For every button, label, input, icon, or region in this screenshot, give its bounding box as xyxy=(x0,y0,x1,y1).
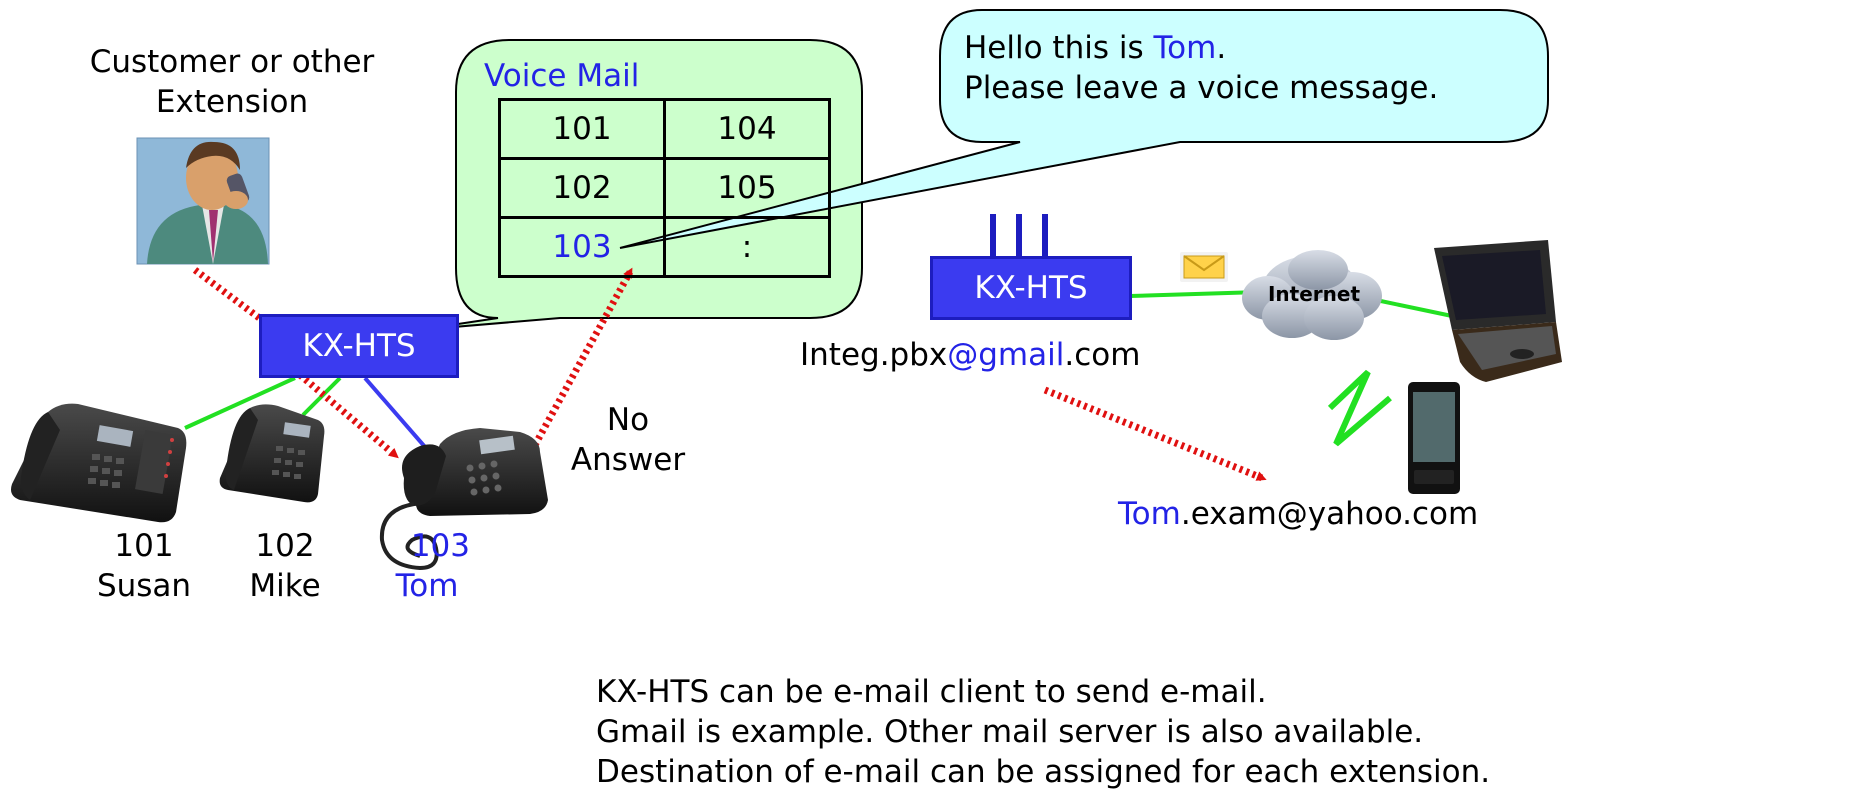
link-internet-laptop xyxy=(1375,298,1453,318)
pbx-left-box: KX-HTS xyxy=(259,314,459,378)
arrow-caller-to-pbx xyxy=(192,267,265,323)
note-line: KX-HTS can be e-mail client to send e-ma… xyxy=(596,674,1267,710)
phone-102-illustration xyxy=(219,404,325,503)
arrow-103-to-voicemail xyxy=(531,267,634,447)
link-101 xyxy=(184,376,296,430)
greeting-bubble xyxy=(619,9,1549,249)
no-answer-label: No Answer xyxy=(570,402,686,478)
wireless-zigzag xyxy=(1327,369,1392,447)
mailbox-cell: : xyxy=(663,216,831,278)
internet-cloud-illustration xyxy=(1242,250,1382,340)
internet-label: Internet xyxy=(1267,282,1361,306)
voicemail-title: Voice Mail xyxy=(484,58,640,94)
mailbox-cell: 104 xyxy=(663,98,831,160)
note-line: Destination of e-mail can be assigned fo… xyxy=(596,754,1491,790)
voicemail-table: 101 104 102 105 103 : xyxy=(498,98,831,278)
extension-label-102: 102 Mike xyxy=(249,528,321,604)
sender-email: Integ.pbx@gmail.com xyxy=(800,337,1141,373)
pbx-right-box: KX-HTS xyxy=(930,256,1132,320)
mailbox-cell-highlighted: 103 xyxy=(498,216,666,278)
greeting-name: Tom xyxy=(1153,30,1217,66)
table-row: 101 104 xyxy=(498,98,831,160)
phone-101-illustration xyxy=(11,403,187,523)
mailbox-cell: 101 xyxy=(498,98,666,160)
table-row: 102 105 xyxy=(498,157,831,219)
phone-103-illustration xyxy=(379,428,548,571)
caller-label: Customer or other Extension xyxy=(89,44,375,120)
link-103 xyxy=(363,376,434,457)
note-line: Gmail is example. Other mail server is a… xyxy=(596,714,1424,750)
arrow-email-to-dest xyxy=(1043,386,1267,482)
extension-label-103: 103 Tom xyxy=(395,528,470,604)
mailbox-cell: 105 xyxy=(663,157,831,219)
table-row: 103 : xyxy=(498,216,831,278)
link-pbx-internet xyxy=(1129,290,1261,298)
extension-label-101: 101 Susan xyxy=(96,528,192,604)
greeting-text: Hello this is Tom. Please leave a voice … xyxy=(964,30,1439,106)
laptop-illustration xyxy=(1434,240,1562,382)
envelope-illustration xyxy=(1180,252,1228,282)
notes: KX-HTS can be e-mail client to send e-ma… xyxy=(596,672,1490,792)
destination-email: Tom.exam@yahoo.com xyxy=(1118,496,1479,532)
caller-illustration xyxy=(136,137,270,265)
smartphone-illustration xyxy=(1408,382,1460,494)
mailbox-cell: 102 xyxy=(498,157,666,219)
